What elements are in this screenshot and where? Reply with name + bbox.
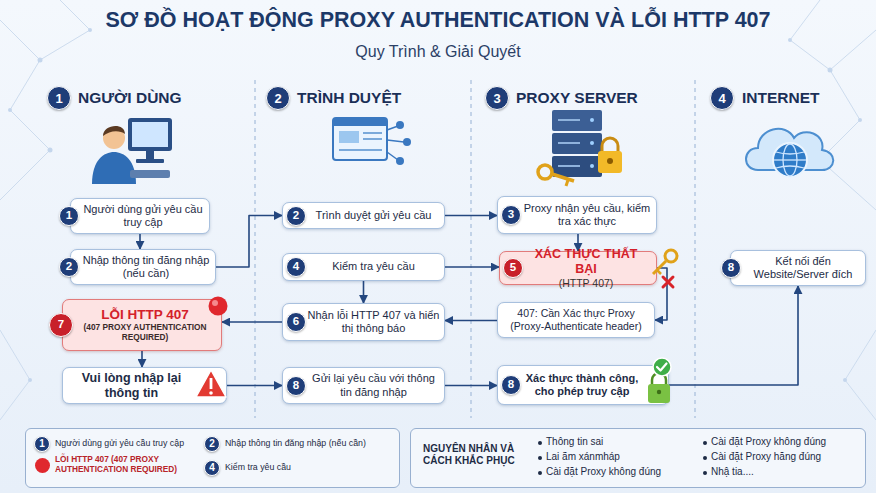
column-heading: NGƯỜI DÙNG — [78, 89, 182, 108]
process-box: Nhập thông tin đăng nhập (nếu cần)2 — [70, 249, 216, 285]
callout-number: 4 — [286, 257, 306, 277]
legend-text: LỖI HTTP 407 (407 PROXY AUTHENTICATION R… — [55, 455, 195, 475]
box-text: Kiểm tra yêu cầu — [332, 260, 415, 273]
callout-number: 8 — [286, 376, 306, 396]
flow-arrow — [139, 234, 141, 249]
callout-number: 1 — [34, 436, 50, 452]
process-box: Gửi lại yêu cầu với thông tin đăng nhập8 — [282, 367, 445, 404]
bullet-item: Lai ãm xánmháp — [546, 451, 696, 463]
process-box: 407: Cần Xác thực Proxy (Proxy-Authentic… — [497, 302, 655, 338]
callout-number: 8 — [721, 258, 741, 278]
column-heading: TRÌNH DUYỆT — [297, 89, 401, 108]
flow-arrow — [141, 351, 143, 367]
box-text: Trình duyệt gửi yêu cầu — [316, 209, 432, 222]
callout-number: 3 — [501, 205, 521, 225]
process-box: Kiểm tra yêu cầu 4 — [282, 253, 445, 281]
bullet-item: Nhậ tia.... — [711, 466, 861, 478]
box-text: Proxy nhận yêu cầu, kiểm tra xác thực — [522, 202, 652, 228]
box-text: Nhập thông tin đăng nhập (nếu cần) — [81, 254, 211, 280]
callout-number: 2 — [204, 436, 220, 452]
process-box: Xác thực thành công, cho phép truy cập8 — [497, 365, 669, 405]
flow-arrow — [222, 321, 282, 323]
error-box: XÁC THỰC THẤT BẠI(HTTP 407)5 — [499, 251, 657, 285]
info-box: NGUYÊN NHÂN VÀ CÁCH KHẮC PHỤC Thông tin s… — [410, 428, 866, 488]
callout-number: 4 — [204, 460, 220, 476]
process-box: Trình duyệt gửi yêu cầu 2 — [282, 202, 445, 229]
box-heading: NGUYÊN NHÂN VÀ CÁCH KHẮC PHỤC — [423, 443, 535, 467]
bullet-dot — [703, 456, 707, 460]
box-text: Xác thực thành công, cho phép truy cập — [522, 372, 642, 398]
box-text: Người dùng gửi yêu cầu truy cập — [81, 203, 205, 229]
bullet-dot — [703, 471, 707, 475]
success-lock — [648, 358, 671, 403]
box-text: Vui lòng nhập lại thông tin — [69, 371, 194, 401]
error-box: LỖI HTTP 407(407 PROXY AUTHENTICATION RE… — [62, 299, 222, 351]
box-text: Nhận lỗi HTTP 407 và hiển thị thông báo — [307, 309, 440, 335]
diagram-title: SƠ ĐỒ HOẠT ĐỘNG PROXY AUTHENTICATION VÀ … — [0, 8, 876, 34]
flow-arrow — [216, 216, 282, 268]
box-text: XÁC THỰC THẤT BẠI — [524, 247, 648, 277]
legend-text: Nhập thông tin đăng nhập (nếu cần) — [225, 438, 397, 449]
flow-arrow — [445, 320, 497, 322]
callout-number: 1 — [59, 206, 79, 226]
fail-cross — [663, 277, 673, 287]
flow-arrow — [363, 281, 365, 303]
callout-number: 7 — [49, 313, 73, 337]
bullet-item: Cài đặt Proxy không đúng — [546, 466, 696, 478]
callout-number: 4 — [710, 86, 734, 110]
flow-arrow — [445, 266, 499, 268]
callout-number: 8 — [501, 375, 521, 395]
warning-triangle — [196, 370, 226, 397]
callout-number: 1 — [47, 86, 71, 110]
process-box: Nhận lỗi HTTP 407 và hiển thị thông báo6 — [282, 303, 445, 341]
flow-arrow — [669, 286, 798, 385]
bullet-dot — [538, 441, 542, 445]
bullet-dot — [703, 441, 707, 445]
cloud-globe-icon — [746, 129, 833, 177]
browser-icon — [333, 118, 411, 165]
column-heading: PROXY SERVER — [516, 89, 638, 108]
legend-text: Kiểm tra yêu cầu — [225, 462, 397, 473]
bullet-item: Cài đặt Proxy không đúng — [711, 436, 861, 448]
callout-number: 6 — [286, 312, 306, 332]
box-text: LỖI HTTP 407 — [101, 307, 189, 323]
process-box: Người dùng gửi yêu cầu truy cập1 — [70, 198, 210, 234]
box-text: Gửi lại yêu cầu với thông tin đăng nhập — [307, 372, 440, 398]
subtitle: Quy Trình & Giải Quyết — [0, 42, 876, 61]
box-text: Kết nối đến Website/Server đích — [745, 255, 861, 281]
bullet-item: Cài đặt Proxy hăng đúng — [711, 451, 861, 463]
box-subtext: (HTTP 407) — [559, 277, 614, 290]
bullet-item: Thông tin sai — [546, 436, 696, 448]
callout-number: 5 — [503, 258, 523, 278]
callout-number: 3 — [485, 86, 509, 110]
callout-number: 2 — [286, 206, 306, 226]
legend-text: Người dùng gửi yêu cầu truy cập — [55, 438, 200, 449]
bullet-dot — [538, 456, 542, 460]
user-icon — [92, 118, 172, 184]
box-text: 407: Cần Xác thực Proxy (Proxy-Authentic… — [502, 307, 650, 332]
box-subtext: (407 PROXY AUTHENTICATION REQUIRED) — [77, 323, 213, 343]
key-icon — [653, 250, 677, 274]
server-icon — [538, 110, 622, 186]
flow-arrow — [227, 385, 282, 387]
process-box: Kết nối đến Website/Server đích8 — [730, 250, 866, 286]
network-decoration — [0, 0, 876, 420]
column-separator — [255, 80, 695, 418]
flow-arrow — [445, 385, 497, 387]
bullet-dot — [538, 471, 542, 475]
process-box: Proxy nhận yêu cầu, kiểm tra xác thực3 — [497, 196, 657, 234]
column-heading: INTERNET — [742, 89, 820, 108]
callout-number: 2 — [59, 257, 79, 277]
legend-swatch — [35, 458, 50, 473]
flow-arrow — [445, 215, 497, 217]
network-dots — [8, 28, 862, 382]
error-dot — [209, 297, 228, 316]
callout-number: 2 — [266, 86, 290, 110]
